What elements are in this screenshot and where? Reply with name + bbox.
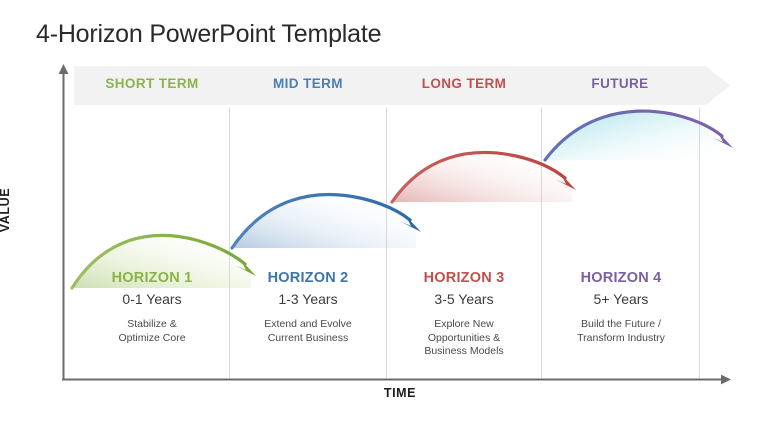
horizon-2-name: HORIZON 2	[267, 270, 349, 286]
horizon-block-4: HORIZON 4 5+ Years Build the Future / Tr…	[543, 270, 699, 345]
timeline-banner	[74, 66, 730, 105]
segment-label-future: FUTURE	[591, 76, 649, 91]
arc-horizon-1	[70, 233, 256, 290]
x-axis	[62, 374, 731, 385]
horizon-4-years: 5+ Years	[593, 291, 649, 307]
horizon-1-name: HORIZON 1	[111, 270, 193, 286]
arc-horizon-2	[230, 192, 421, 250]
horizon-block-3: HORIZON 3 3-5 Years Explore New Opportun…	[386, 270, 542, 359]
page-title: 4-Horizon PowerPoint Template	[36, 20, 382, 48]
horizon-3-description: Explore New Opportunities & Business Mod…	[424, 318, 504, 357]
horizon-4-name: HORIZON 4	[580, 270, 662, 286]
x-axis-label: TIME	[383, 386, 417, 400]
segment-label-long-term: LONG TERM	[421, 76, 507, 91]
horizon-3-name: HORIZON 3	[423, 270, 505, 286]
horizon-3-years: 3-5 Years	[434, 291, 494, 307]
horizon-1-description: Stabilize & Optimize Core	[118, 318, 186, 344]
horizon-2-description: Extend and Evolve Current Business	[264, 318, 352, 344]
horizon-4-description: Build the Future / Transform Industry	[577, 318, 665, 344]
horizon-2-years: 1-3 Years	[278, 291, 338, 307]
segment-label-short-term: SHORT TERM	[105, 76, 199, 91]
y-axis	[58, 64, 69, 380]
horizon-1-years: 0-1 Years	[122, 291, 182, 307]
y-axis-label: VALUE	[0, 187, 12, 233]
horizon-block-2: HORIZON 2 1-3 Years Extend and Evolve Cu…	[230, 270, 386, 345]
arc-horizon-4	[543, 109, 733, 162]
arc-horizon-3	[390, 150, 576, 204]
horizon-block-1: HORIZON 1 0-1 Years Stabilize & Optimize…	[74, 270, 230, 345]
segment-label-mid-term: MID TERM	[273, 76, 343, 91]
